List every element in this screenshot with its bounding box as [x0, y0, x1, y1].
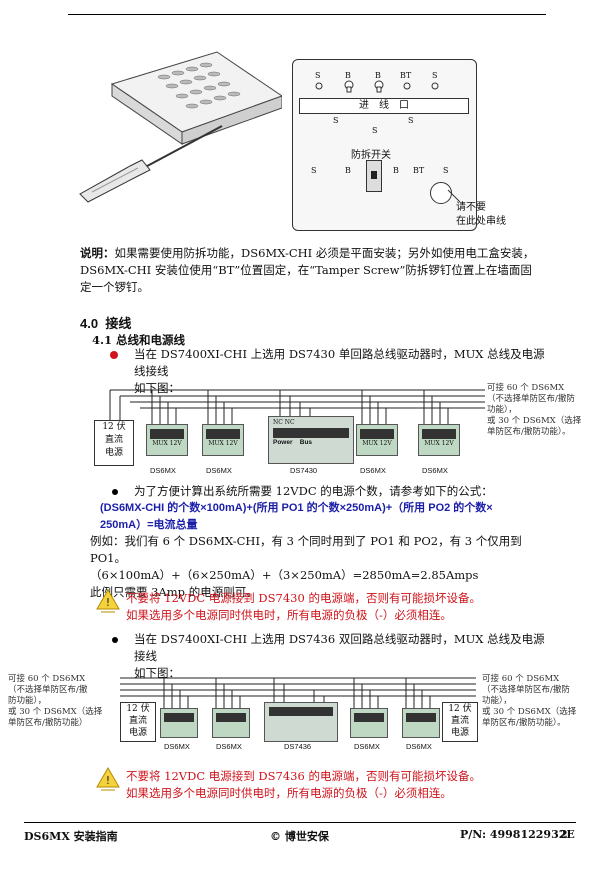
- bullet-red: [110, 351, 118, 359]
- panel-label-b: B: [393, 166, 399, 175]
- driver-caption: DS7436: [284, 742, 312, 751]
- driver-caption: DS7430: [290, 466, 318, 475]
- ds6mx-module: [350, 708, 388, 738]
- ds6mx-module: MUX 12V: [418, 424, 460, 456]
- bullet-black: [112, 637, 118, 643]
- bullet-black: [112, 489, 118, 495]
- panel-label-b: B: [375, 71, 381, 80]
- panel-label-bt: BT: [413, 166, 425, 175]
- wiring-diagram-ds7436: 12 伏 直流 电源 12 伏 直流 电源 DS6MX DS6MX DS7436…: [118, 672, 478, 756]
- ds6mx-module: MUX 12V: [146, 424, 188, 456]
- warning-text-ds7430: 不要将 12VDC 电源接到 DS7430 的电源端，否则有可能损坏设备。 如果…: [126, 591, 481, 622]
- footer-page-number: 2: [560, 828, 568, 841]
- wire-entry-slot: 进 线 口: [299, 98, 469, 114]
- panel-label-s: S: [311, 166, 317, 175]
- module-caption: DS6MX: [354, 742, 380, 751]
- tamper-switch-label: 防拆开关: [351, 150, 391, 161]
- capacity-note-right: 可接 60 个 DS6MX （不选择单防区布/撤防 功能）， 或 30 个 DS…: [482, 674, 577, 728]
- capacity-note-right: 可接 60 个 DS6MX （不选择单防区布/撤防 功能）， 或 30 个 DS…: [487, 383, 582, 437]
- module-caption: DS6MX: [206, 466, 232, 475]
- ds6mx-module: [402, 708, 440, 738]
- para-formula-intro: 为了方便计算出系统所需要 12VDC 的电源个数，请参考如下的公式：: [134, 484, 493, 498]
- bus-wires: [109, 389, 485, 428]
- section-heading: 4.0 接线: [80, 316, 132, 331]
- svg-text:!: !: [106, 774, 110, 787]
- ds7430-driver: NC NC Power Bus: [268, 416, 354, 464]
- panel-label-b: B: [345, 166, 351, 175]
- header-rule: [68, 14, 546, 15]
- power-supply-box: 12 伏 直流 电源: [120, 702, 156, 742]
- panel-label-s: S: [432, 71, 438, 80]
- footer-copyright: © 博世安保: [270, 830, 329, 843]
- panel-label-s: S: [372, 126, 378, 135]
- warning-icon: !: [96, 589, 120, 613]
- screwdriver-illustration: [79, 51, 282, 203]
- bus-wires: [120, 677, 476, 708]
- para-ds7430: 当在 DS7400XI-CHI 上选用 DS7430 单回路总线驱动器时，MUX…: [134, 347, 545, 395]
- module-caption: DS6MX: [406, 742, 432, 751]
- screw-holes-top: [315, 80, 439, 93]
- panel-label-b: B: [345, 71, 351, 80]
- warning-icon: !: [96, 767, 120, 791]
- description-paragraph: 说明：如果需要使用防拆功能，DS6MX-CHI 必须是平面安装；另外如使用电工盒…: [80, 246, 535, 294]
- module-caption: DS6MX: [422, 466, 448, 475]
- module-caption: DS6MX: [216, 742, 242, 751]
- svg-text:!: !: [106, 596, 110, 609]
- panel-label-s: S: [333, 116, 339, 125]
- tamper-switch: [366, 160, 382, 192]
- footer-rule: [24, 822, 576, 823]
- panel-label-bt: BT: [400, 71, 412, 80]
- power-supply-box: 12 伏 直流 电源: [94, 420, 134, 466]
- warning-text-ds7436: 不要将 12VDC 电源接到 DS7436 的电源端，否则有可能损坏设备。 如果…: [126, 769, 481, 800]
- para-ds7436: 当在 DS7400XI-CHI 上选用 DS7436 双回路总线驱动器时，MUX…: [134, 632, 545, 680]
- footer-part-number: P/N: 4998122932E: [460, 828, 575, 841]
- subsection-heading: 4.1 总线和电源线: [92, 333, 186, 347]
- panel-label-s: S: [408, 116, 414, 125]
- capacity-note-left: 可接 60 个 DS6MX （不选择单防区布/撤 防功能）， 或 30 个 DS…: [8, 674, 103, 728]
- note-pointer: [447, 189, 461, 203]
- module-caption: DS6MX: [360, 466, 386, 475]
- ds6mx-module: MUX 12V: [356, 424, 398, 456]
- panel-label-s: S: [315, 71, 321, 80]
- wiring-diagram-ds7430: 12 伏 直流 电源 MUX 12V MUX 12V NC NC Power B…: [90, 384, 490, 480]
- ds6mx-module: [212, 708, 250, 738]
- module-caption: DS6MX: [150, 466, 176, 475]
- ds6mx-module: [160, 708, 198, 738]
- module-caption: DS6MX: [164, 742, 190, 751]
- power-supply-box: 12 伏 直流 电源: [442, 702, 478, 742]
- ds7436-driver: [264, 702, 338, 742]
- ds6mx-module: MUX 12V: [202, 424, 244, 456]
- panel-label-s: S: [443, 166, 449, 175]
- mounting-panel: S B B BT S 进 线 口 S S S 防拆开关 S B B BT S: [292, 59, 477, 231]
- panel-note: 请不要 在此处串线: [456, 202, 506, 227]
- footer-title: DS6MX 安装指南: [24, 830, 118, 843]
- current-formula: (DS6MX-CHI 的个数×100mA)+(所用 PO1 的个数×250mA)…: [100, 502, 493, 531]
- formula-example: 例如：我们有 6 个 DS6MX-CHI，有 3 个同时用到了 PO1 和 PO…: [90, 534, 522, 599]
